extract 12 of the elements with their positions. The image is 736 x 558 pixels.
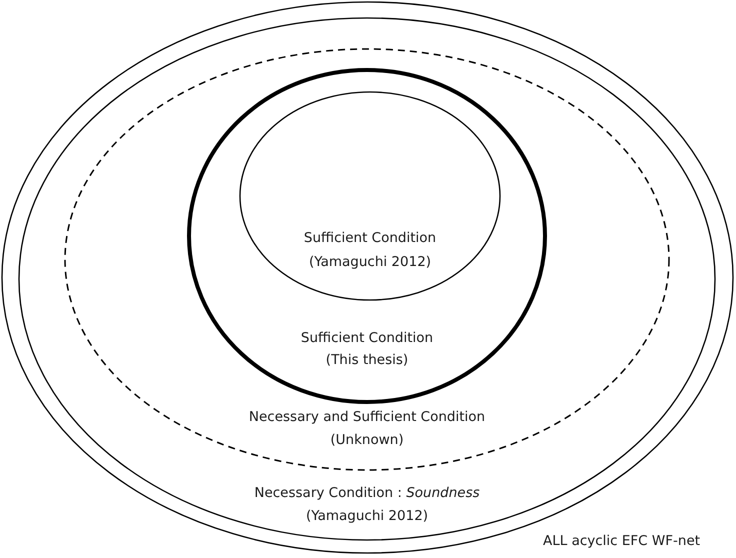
region-label: Sufficient Condition	[302, 229, 438, 247]
ellipse-region	[240, 92, 500, 300]
region-label: Necessary and Sufficient Condition	[248, 408, 486, 426]
region-label: (Unknown)	[329, 431, 405, 449]
region-label: ALL acyclic EFC WF-net	[543, 532, 700, 550]
region-label: (This thesis)	[324, 351, 410, 369]
ellipse-region	[65, 49, 669, 470]
region-label: Sufficient Condition	[300, 329, 434, 347]
region-label: Necessary Condition : Soundness	[253, 484, 481, 502]
region-label: (Yamaguchi 2012)	[304, 507, 430, 525]
ellipse-region	[189, 70, 545, 402]
region-label: (Yamaguchi 2012)	[308, 253, 432, 271]
